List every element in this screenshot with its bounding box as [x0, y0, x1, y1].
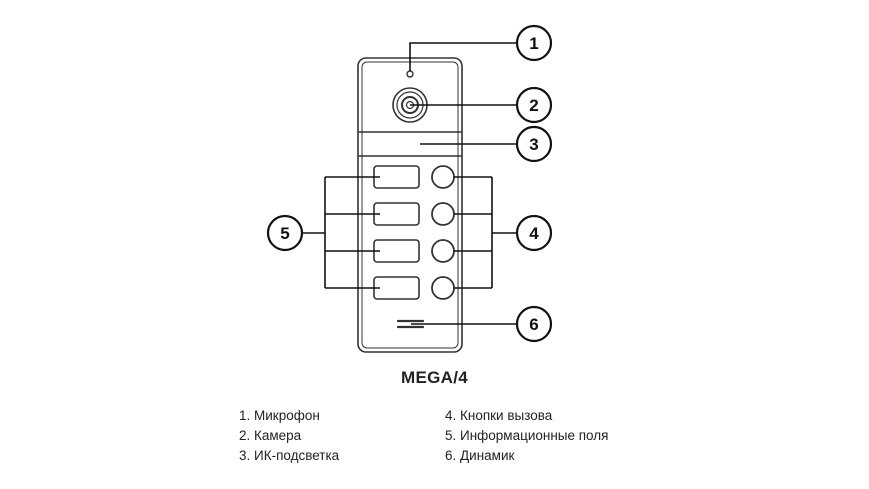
callout-4: 4 [515, 214, 553, 252]
callout-1-label: 1 [529, 34, 538, 53]
intercom-diagram: 1 2 3 4 5 6 [266, 24, 553, 353]
model-title: MEGA/4 [401, 368, 468, 387]
leader-4 [454, 176, 517, 289]
callout-6: 6 [515, 305, 553, 343]
callout-3: 3 [515, 125, 553, 163]
info-fields [373, 165, 420, 300]
info-field-1 [373, 165, 420, 189]
leader-lines [302, 42, 517, 325]
callout-3-label: 3 [529, 135, 538, 154]
legend-item-call-buttons: 4. Кнопки вызова [445, 408, 553, 423]
legend-item-speaker: 6. Динамик [445, 448, 515, 463]
call-button-1 [431, 165, 455, 189]
call-button-4 [431, 276, 455, 300]
microphone-icon [406, 70, 414, 78]
leader-5 [302, 176, 380, 289]
callout-6-label: 6 [529, 315, 538, 334]
legend-left: 1. Микрофон 2. Камера 3. ИК-подсветка [239, 406, 339, 466]
callout-2: 2 [515, 86, 553, 124]
legend-item-microphone: 1. Микрофон [239, 408, 320, 423]
info-field-2 [373, 202, 420, 226]
callout-2-label: 2 [529, 96, 538, 115]
legend-item-ir-illumination: 3. ИК-подсветка [239, 448, 340, 463]
call-button-2 [431, 202, 455, 226]
info-field-4 [373, 276, 420, 300]
legend-item-info-fields: 5. Информационные поля [445, 428, 609, 443]
callout-5-label: 5 [280, 224, 289, 243]
callout-5: 5 [266, 214, 304, 252]
call-button-3 [431, 239, 455, 263]
callout-4-label: 4 [529, 224, 539, 243]
speaker-icon [396, 319, 425, 329]
leader-1 [409, 42, 517, 71]
legend-item-camera: 2. Камера [239, 428, 302, 443]
callout-1: 1 [515, 24, 553, 62]
info-field-3 [373, 239, 420, 263]
call-buttons [431, 165, 455, 300]
legend-right: 4. Кнопки вызова 5. Информационные поля … [445, 406, 608, 466]
